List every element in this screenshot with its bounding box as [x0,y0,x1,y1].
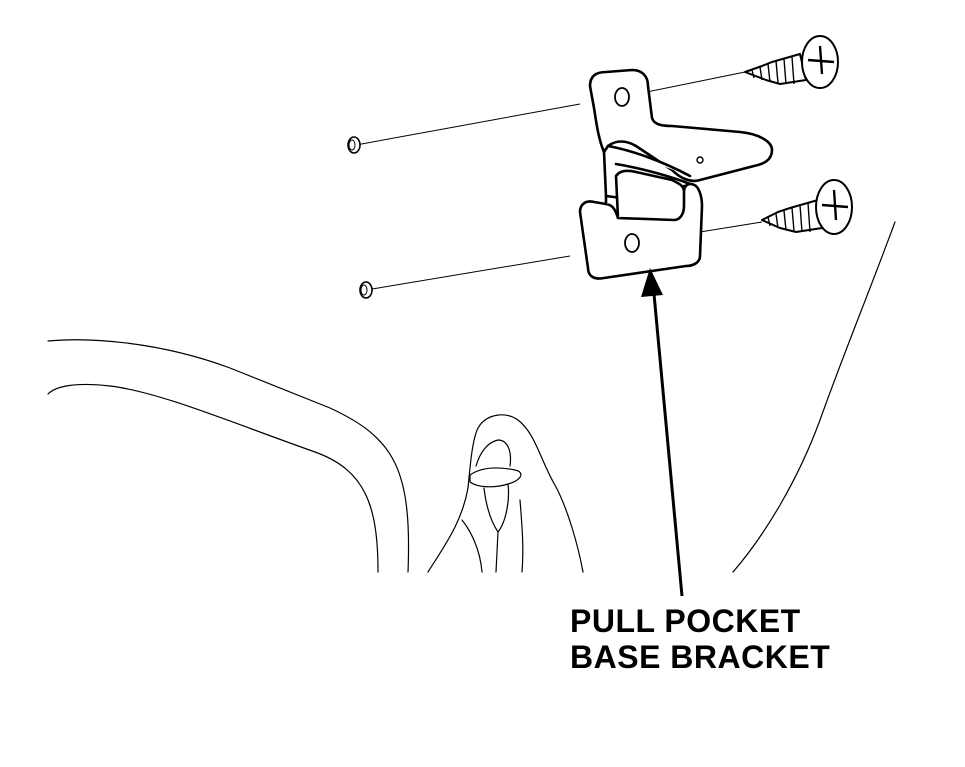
panel-edge-lower [47,383,379,573]
callout-label: PULL POCKET BASE BRACKET [570,603,830,675]
clip-icon [359,281,373,299]
bracket-hole [614,87,704,253]
callout-label-line1: PULL POCKET [570,603,801,639]
bracket-icon [578,68,774,280]
screw-icon [744,35,839,89]
callout-label-line2: BASE BRACKET [570,639,831,675]
screw-icon [761,179,853,235]
panel-edge-upper [47,339,410,573]
panel-edge-right [732,221,896,573]
callout-arrow [641,268,684,597]
clip-icon [347,136,361,154]
door-panel-outline [47,221,896,573]
trim-clip-outline [427,414,584,573]
